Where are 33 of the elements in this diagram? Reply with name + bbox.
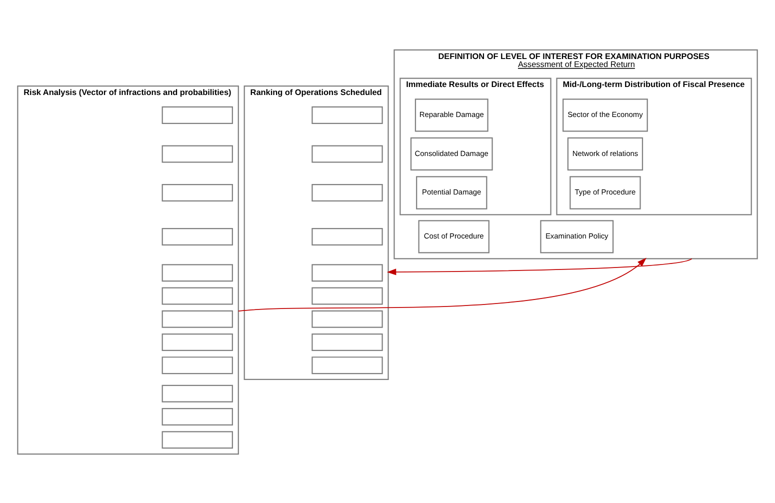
- node-box: [312, 356, 383, 374]
- node-box: Network of relations: [567, 136, 644, 170]
- arrow: [386, 258, 692, 275]
- node-box: [312, 144, 383, 162]
- node-box: [312, 106, 383, 124]
- node-box: [162, 356, 233, 374]
- arrow: [238, 257, 646, 312]
- cluster: Risk Analysis (Vector of infractions and probabilities): [17, 85, 239, 454]
- node-box: [162, 408, 233, 426]
- node-box: [312, 183, 383, 201]
- node-box: [162, 430, 233, 448]
- cluster: Ranking of Operations Scheduled: [244, 85, 389, 380]
- node-box: [162, 106, 233, 124]
- node-box: Consolidated Damage: [410, 136, 493, 170]
- node-box: [162, 144, 233, 162]
- node-box: Examination Policy: [540, 220, 614, 253]
- node-box: Reparable Damage: [414, 98, 488, 132]
- node-box: Potential Damage: [416, 176, 488, 209]
- node-box: [162, 183, 233, 201]
- node-box: [312, 227, 383, 245]
- node-box: [162, 384, 233, 402]
- node-box: Sector of the Economy: [562, 98, 648, 132]
- node-box: [162, 264, 233, 282]
- node-box: [162, 332, 233, 350]
- node-box: [162, 310, 233, 328]
- node-box: Type of Procedure: [570, 176, 641, 209]
- node-box: [162, 227, 233, 245]
- node-box: [162, 286, 233, 304]
- node-box: Cost of Procedure: [418, 220, 490, 253]
- node-box: [312, 264, 383, 282]
- node-box: [312, 286, 383, 304]
- node-box: [312, 310, 383, 328]
- node-box: [312, 332, 383, 350]
